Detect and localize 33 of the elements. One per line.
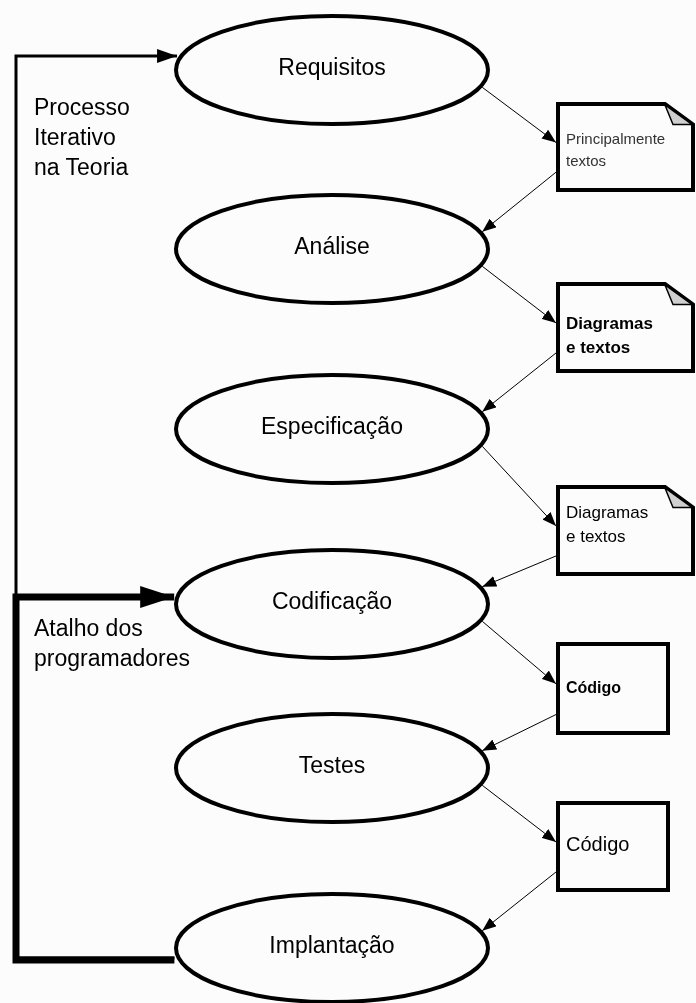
arrow xyxy=(481,445,557,527)
process-label: Especificação xyxy=(260,412,404,441)
process-ellipse xyxy=(174,193,490,305)
process-label: Codificação xyxy=(270,587,394,616)
arrow xyxy=(481,555,557,588)
document-shape xyxy=(556,102,695,192)
document-label: Principalmente textos xyxy=(566,129,667,171)
document-label: Código xyxy=(566,832,631,857)
process-ellipse xyxy=(174,14,490,126)
document-label: Diagramas e textos xyxy=(566,313,654,359)
process-label: Requisitos xyxy=(277,53,387,82)
arrow xyxy=(12,586,175,964)
process-ellipse xyxy=(174,373,490,485)
arrow xyxy=(481,352,557,413)
process-box xyxy=(556,801,670,892)
arrow xyxy=(481,620,557,685)
arrow xyxy=(481,86,557,143)
arrow xyxy=(481,171,557,233)
arrow xyxy=(481,784,557,843)
process-label: Testes xyxy=(297,751,367,780)
document-shape xyxy=(556,282,695,373)
arrow xyxy=(481,871,557,932)
document-label: Diagramas e textos xyxy=(566,502,650,548)
process-ellipse xyxy=(174,712,490,824)
document-label: Código xyxy=(566,678,623,698)
arrow xyxy=(481,714,557,752)
annotation-text: Processo Iterativo na Teoria xyxy=(34,93,131,182)
document-shape xyxy=(556,485,695,576)
process-label: Implantação xyxy=(268,931,396,960)
process-label: Análise xyxy=(293,232,371,261)
annotation-text: Atalho dos programadores xyxy=(34,614,191,673)
process-box xyxy=(556,642,670,735)
arrow xyxy=(481,265,557,324)
